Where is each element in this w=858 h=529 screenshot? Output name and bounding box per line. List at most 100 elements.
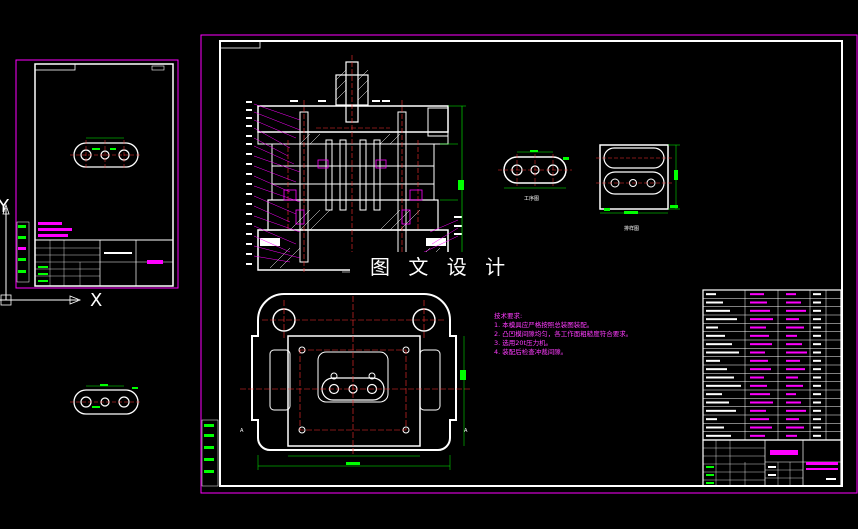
bom-cell-text xyxy=(813,318,821,321)
bom-cell-text xyxy=(706,393,722,396)
bom-cell-text xyxy=(786,376,798,379)
bom-cell-text xyxy=(786,301,801,304)
bom-cell-text xyxy=(786,384,803,387)
bom-cell-text xyxy=(813,326,821,329)
svg-text:A: A xyxy=(240,428,244,434)
bom-cell-text xyxy=(706,359,720,362)
bom-cell-text xyxy=(750,426,772,429)
bom-cell-text xyxy=(813,401,821,404)
workpiece-view: 工序图 xyxy=(498,150,572,202)
bom-cell-text xyxy=(813,334,821,337)
bom-cell-text xyxy=(813,434,821,437)
small-drawing-sheet xyxy=(15,59,179,289)
watermark-backing xyxy=(350,252,498,282)
bom-cell-text xyxy=(706,301,723,304)
loose-part-copy xyxy=(70,384,142,415)
bom-cell-text xyxy=(813,301,821,304)
die-plan-view: A A xyxy=(240,293,470,470)
svg-text:A: A xyxy=(464,428,468,434)
bom-cell-text xyxy=(813,393,821,396)
bom-cell-text xyxy=(786,318,799,321)
bom-cell-text xyxy=(786,368,805,371)
bom-cell-text xyxy=(786,426,804,429)
bom-cell-text xyxy=(786,309,806,312)
bom-cell-text xyxy=(706,326,718,329)
watermark-text: 图 文 设 计 xyxy=(370,255,511,279)
bom-cell-text xyxy=(786,393,796,396)
bom-cell-text xyxy=(750,326,766,329)
bom-cell-text xyxy=(813,368,821,371)
bom-cell-text xyxy=(750,293,764,296)
bom-cell-text xyxy=(706,309,730,312)
small-sheet-part xyxy=(70,137,142,170)
bom-cell-text xyxy=(706,343,732,346)
bom-cell-text xyxy=(786,359,800,362)
mold-section-view xyxy=(246,55,466,275)
bom-cell-text xyxy=(750,334,769,337)
bom-cell-text xyxy=(786,334,797,337)
bom-cell-text xyxy=(706,376,734,379)
main-drawing-sheet xyxy=(200,34,858,494)
bom-cell-text xyxy=(706,351,739,354)
bom-cell-text xyxy=(813,376,821,379)
bom-cell-text xyxy=(813,351,821,354)
main-title-block xyxy=(702,439,842,487)
bom-cell-text xyxy=(706,293,716,296)
bom-cell-text xyxy=(706,409,736,412)
bom-cell-text xyxy=(813,418,821,421)
bom-cell-text xyxy=(706,434,731,437)
bom-cell-text xyxy=(786,293,796,296)
bom-cell-text xyxy=(813,384,821,387)
bom-cell-text xyxy=(813,409,821,412)
bom-cell-text xyxy=(786,418,799,421)
axis-x-label: X xyxy=(90,290,102,311)
bom-cell-text xyxy=(750,343,772,346)
bom-cell-text xyxy=(706,384,741,387)
bom-cell-text xyxy=(786,351,807,354)
strip-layout-view: 排样图 xyxy=(596,144,680,232)
bom-cell-text xyxy=(750,318,773,321)
bom-cell-text xyxy=(750,301,767,304)
bom-cell-text xyxy=(750,351,765,354)
layout-label: 排样图 xyxy=(624,225,639,232)
tech-note-4: 4. 装配后检查冲裁间隙。 xyxy=(494,347,567,356)
bom-cell-text xyxy=(750,393,770,396)
axis-y-label: Y xyxy=(0,196,10,217)
bom-cell-text xyxy=(706,418,717,421)
bom-cell-text xyxy=(706,318,737,321)
bom-cell-text xyxy=(750,418,769,421)
bom-cell-text xyxy=(706,368,727,371)
tech-note-2: 2. 凸凹模间隙均匀，各工作面粗糙度符合要求。 xyxy=(494,329,632,338)
bom-cell-text xyxy=(750,309,770,312)
parts-list-table xyxy=(702,289,842,441)
bom-cell-text xyxy=(750,368,771,371)
bom-cell-text xyxy=(786,401,801,404)
bom-cell-text xyxy=(786,343,802,346)
bom-cell-text xyxy=(786,409,806,412)
tech-note-title: 技术要求: xyxy=(494,311,522,320)
technical-notes: 技术要求: 1. 本模具应严格按照总装图装配。 2. 凸凹模间隙均匀，各工作面粗… xyxy=(494,311,632,356)
bom-cell-text xyxy=(786,434,797,437)
bom-cell-text xyxy=(786,326,804,329)
workpiece-label: 工序图 xyxy=(524,195,539,202)
small-title-block xyxy=(34,222,174,287)
bom-cell-text xyxy=(813,359,821,362)
tech-note-3: 3. 选用20t压力机。 xyxy=(494,338,552,347)
ucs-axis-icon: Y X xyxy=(0,196,102,311)
bom-cell-text xyxy=(750,434,765,437)
bom-cell-text xyxy=(750,359,768,362)
bom-cell-text xyxy=(750,384,767,387)
tech-note-1: 1. 本模具应严格按照总装图装配。 xyxy=(494,320,593,329)
bom-cell-text xyxy=(813,309,821,312)
bom-cell-text xyxy=(706,426,724,429)
bom-cell-text xyxy=(750,401,773,404)
bom-cell-text xyxy=(813,293,821,296)
bom-cell-text xyxy=(750,376,764,379)
bom-cell-text xyxy=(750,409,766,412)
bom-cell-text xyxy=(813,426,821,429)
layer-color-strip xyxy=(16,221,30,283)
bom-cell-text xyxy=(813,343,821,346)
bom-cell-text xyxy=(706,401,729,404)
bom-cell-text xyxy=(706,334,725,337)
